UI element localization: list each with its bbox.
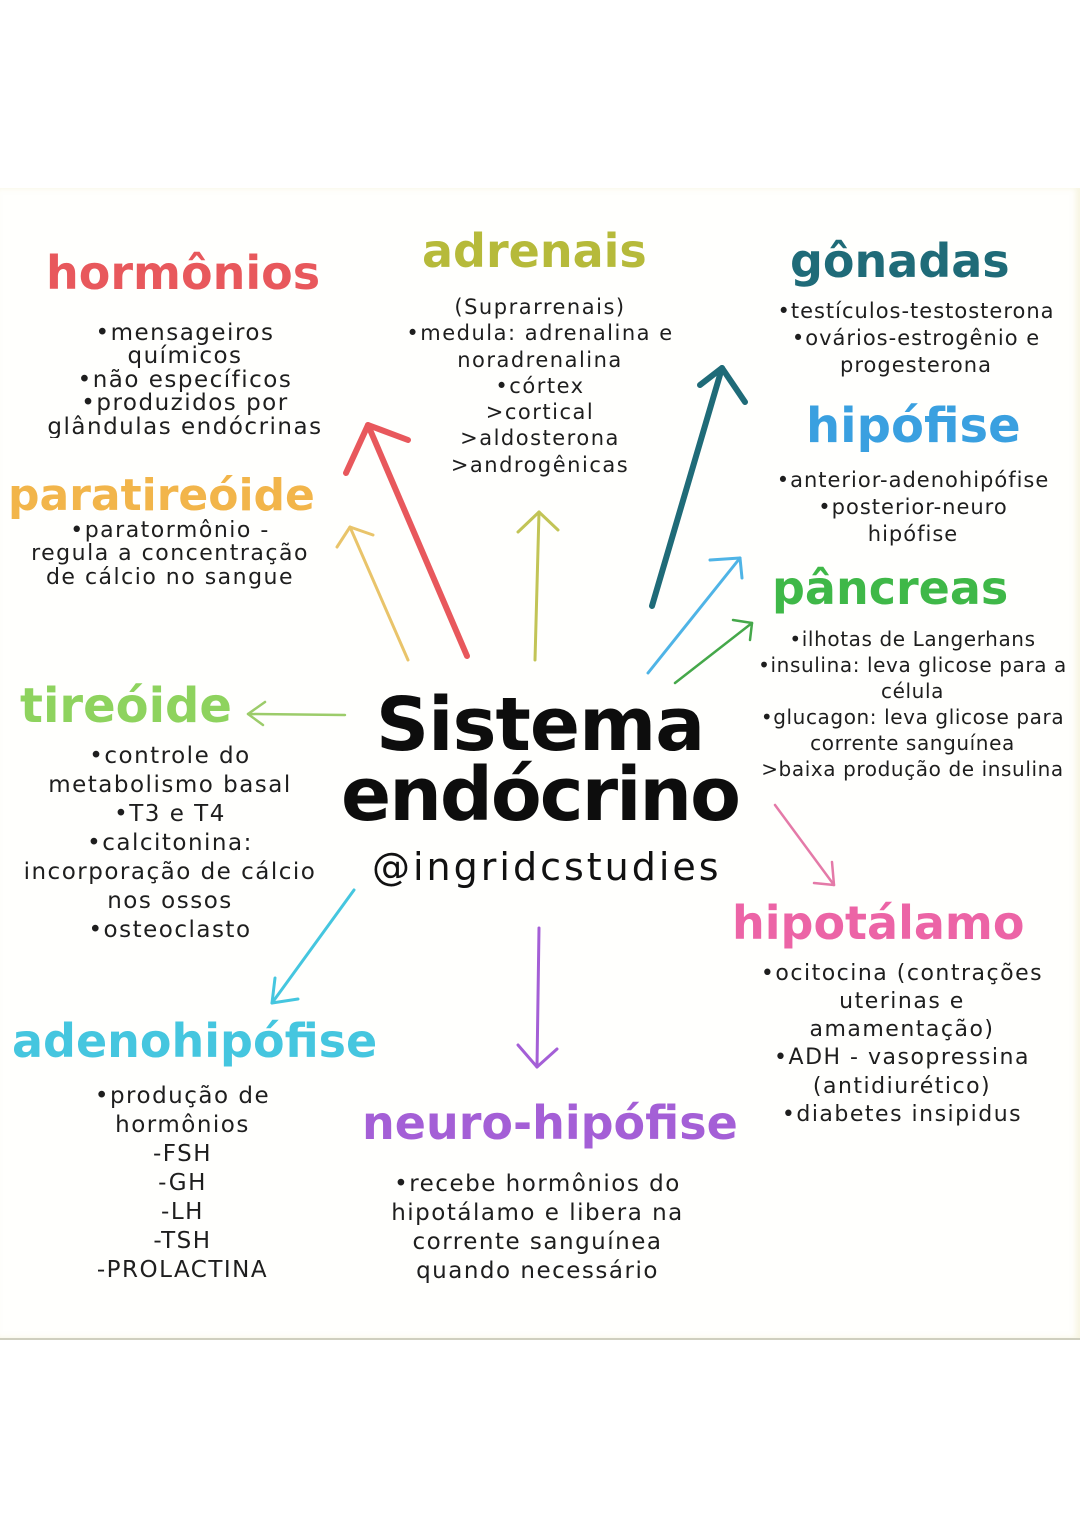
central-title: Sistema endócrino [320,682,760,839]
node-body-hipotalamo: •ocitocina (contrações uterinas e amamen… [760,961,1044,1127]
node-body-hormonios: •mensageiros químicos •não específicos •… [47,322,323,438]
central-title-line1: Sistema [375,682,705,768]
arrow-to-neurohipofise-icon [516,926,559,1069]
node-body-adrenais: (Suprarrenais) •medula: adrenalina e nor… [406,295,674,477]
central-title-line2: endócrino [341,752,741,839]
node-title-hipofise: hipófise [806,398,1021,454]
node-title-gonadas: gônadas [790,234,1010,288]
arrow-to-adrenais-icon [516,510,560,662]
node-body-pancreas: •ilhotas de Langerhans •insulina: leva g… [758,627,1067,781]
node-title-neurohipofise: neuro-hipófise [362,1096,738,1150]
node-body-paratireoide: •paratormônio - regula a concentração de… [31,518,309,590]
node-title-tireoide: tireóide [20,678,232,734]
arrow-to-hipofise-icon [646,556,744,675]
node-title-paratireoide: paratireóide [8,470,315,521]
node-body-gonadas: •testículos-testosterona •ovários-estrog… [777,299,1055,377]
arrow-to-pancreas-icon [673,618,754,685]
node-body-hipofise: •anterior-adenohipófise •posterior-neuro… [776,468,1050,546]
author-handle: @ingridcstudies [372,845,722,889]
arrow-to-hormonios-icon [343,422,470,659]
node-body-adenohipofise: •produção de hormônios -FSH -GH -LH -TSH… [94,1083,271,1283]
arrow-to-adenohipofise-icon [270,888,356,1005]
node-title-hipotalamo: hipotálamo [732,896,1025,950]
arrow-to-hipotalamo-icon [773,803,836,887]
node-body-tireoide: •controle do metabolismo basal •T3 e T4 … [23,743,317,943]
node-title-hormonios: hormônios [46,246,321,300]
arrow-to-paratireoide-icon [335,525,410,662]
node-title-adenohipofise: adenohipófise [12,1014,378,1068]
node-title-pancreas: pâncreas [772,561,1009,615]
mind-map-card [0,188,1080,1340]
arrow-to-tireoide-icon [246,700,347,727]
node-body-neurohipofise: •recebe hormônios do hipotálamo e libera… [391,1171,684,1284]
arrow-to-gonadas-icon [649,365,748,609]
node-title-adrenais: adrenais [422,224,647,278]
